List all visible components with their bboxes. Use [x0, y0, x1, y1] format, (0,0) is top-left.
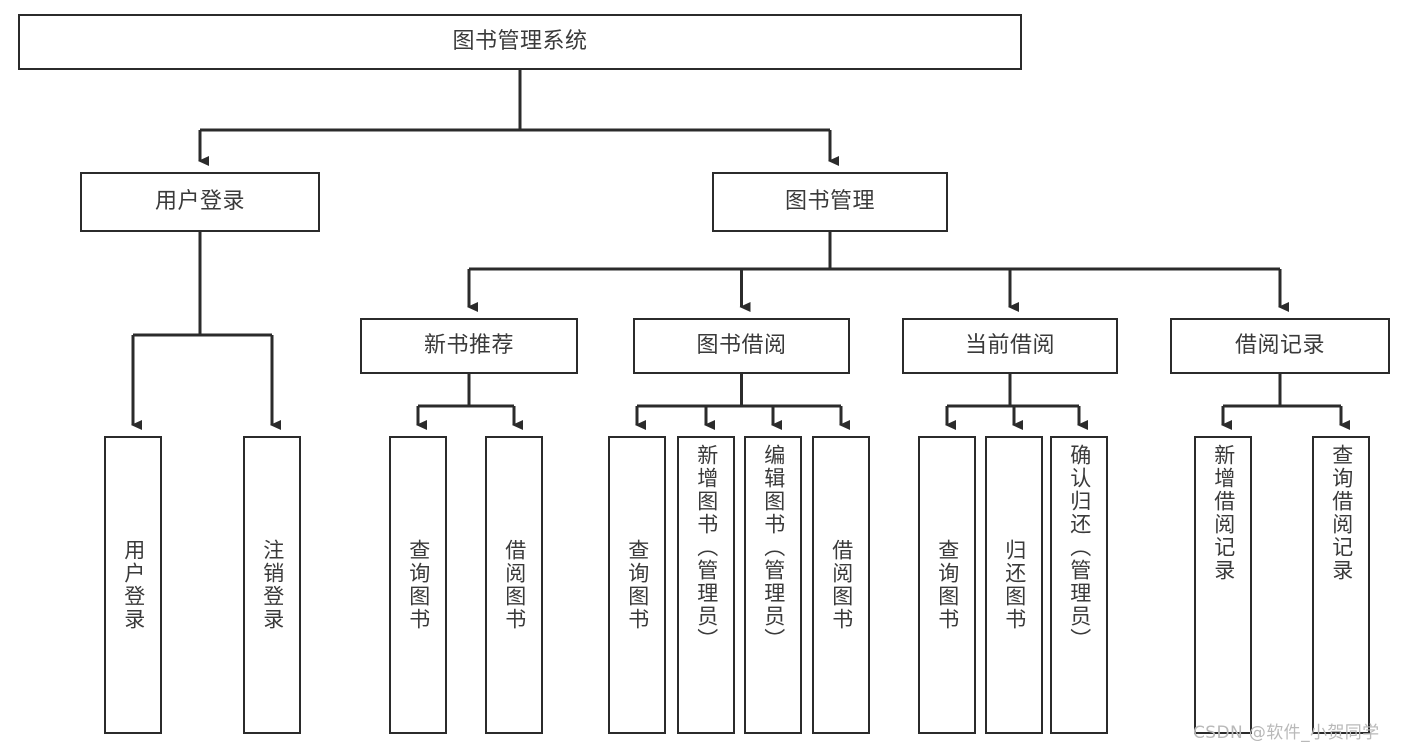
leaf-node: 编辑图书（管理员）	[744, 436, 802, 734]
node-label: 确认归还（管理员）	[1067, 444, 1092, 651]
node-level3: 当前借阅	[902, 318, 1118, 374]
node-label: 借阅图书	[829, 539, 854, 631]
node-label: 查询图书	[935, 539, 960, 631]
node-label: 新书推荐	[423, 333, 514, 359]
root-node: 图书管理系统	[18, 14, 1022, 70]
node-label: 图书管理系统	[452, 29, 588, 55]
node-label: 借阅图书	[502, 539, 527, 631]
node-label: 编辑图书（管理员）	[761, 444, 786, 651]
leaf-node: 查询图书	[389, 436, 447, 734]
node-level2: 图书管理	[712, 172, 948, 232]
node-label: 用户登录	[154, 189, 245, 215]
leaf-node: 查询图书	[918, 436, 976, 734]
leaf-node: 借阅图书	[812, 436, 870, 734]
node-label: 当前借阅	[964, 333, 1055, 359]
node-label: 用户登录	[121, 539, 146, 631]
node-level3: 借阅记录	[1170, 318, 1390, 374]
leaf-node: 查询图书	[608, 436, 666, 734]
node-level3: 图书借阅	[633, 318, 850, 374]
leaf-node: 确认归还（管理员）	[1050, 436, 1108, 734]
node-label: 图书借阅	[696, 333, 787, 359]
node-label: 新增借阅记录	[1211, 444, 1236, 582]
node-label: 查询图书	[625, 539, 650, 631]
node-label: 借阅记录	[1234, 333, 1325, 359]
node-label: 注销登录	[260, 539, 285, 631]
leaf-node: 新增借阅记录	[1194, 436, 1252, 734]
watermark-text: CSDN @软件_小贺同学	[1193, 723, 1380, 743]
leaf-node: 用户登录	[104, 436, 162, 734]
node-label: 查询借阅记录	[1329, 444, 1354, 582]
node-label: 新增图书（管理员）	[694, 444, 719, 651]
leaf-node: 查询借阅记录	[1312, 436, 1370, 734]
node-label: 查询图书	[406, 539, 431, 631]
node-level2: 用户登录	[80, 172, 320, 232]
node-label: 归还图书	[1002, 539, 1027, 631]
leaf-node: 新增图书（管理员）	[677, 436, 735, 734]
leaf-node: 注销登录	[243, 436, 301, 734]
leaf-node: 归还图书	[985, 436, 1043, 734]
node-level3: 新书推荐	[360, 318, 578, 374]
leaf-node: 借阅图书	[485, 436, 543, 734]
node-label: 图书管理	[784, 189, 875, 215]
